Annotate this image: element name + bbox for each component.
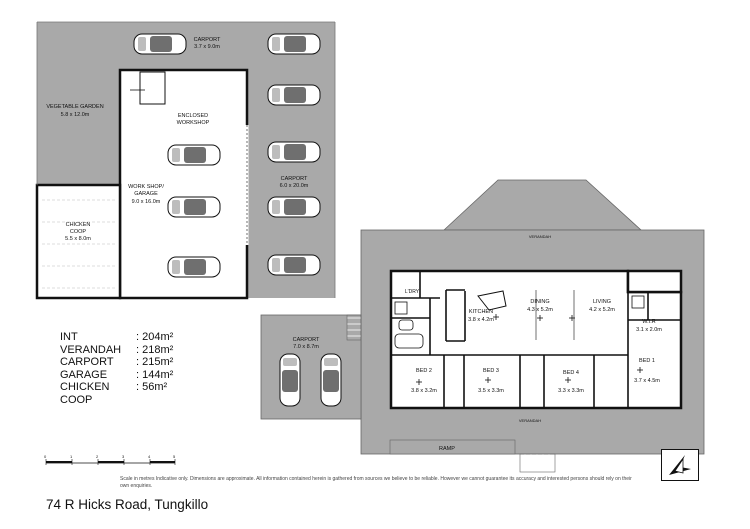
workshop-wc xyxy=(139,71,166,105)
workshop-garage-label: WORK SHOP/ xyxy=(128,184,164,190)
verandah-top-label: VERANDAH xyxy=(529,234,551,239)
chicken-coop-label-2: COOP xyxy=(70,229,87,235)
bed3-dims: 3.5 x 3.3m xyxy=(478,388,504,394)
vegetable-garden-label: VEGETABLE GARDEN xyxy=(46,104,103,110)
area-value: : 56m² xyxy=(136,381,168,394)
bed3-label: BED 3 xyxy=(483,368,499,374)
ramp-label: RAMP xyxy=(439,446,455,452)
dining-dims: 4.3 x 5.2m xyxy=(527,307,553,313)
area-name: VERANDAH xyxy=(60,343,122,356)
carport-right-dims: 6.0 x 20.0m xyxy=(280,183,309,189)
main-house xyxy=(260,179,705,473)
area-name: CARPORT xyxy=(60,356,114,369)
bed1-dims: 3.7 x 4.5m xyxy=(634,378,660,384)
carport-right-label: CARPORT xyxy=(281,176,308,182)
bed4-dims: 3.3 x 3.3m xyxy=(558,388,584,394)
area-row: GARAGE : 144m² xyxy=(60,369,196,382)
scale-tick-1: 1 xyxy=(70,454,73,459)
scale-tick-4: 4 xyxy=(148,454,151,459)
vegetable-garden-area xyxy=(37,22,120,185)
area-row: CHICKEN COOP : 56m² xyxy=(60,381,196,406)
dining-label: DINING xyxy=(530,299,549,305)
scale-tick-0: 0 xyxy=(44,454,47,459)
scale-tick-2: 2 xyxy=(96,454,99,459)
carport-front-area xyxy=(260,314,362,420)
ramp xyxy=(389,439,516,455)
bed2-label: BED 2 xyxy=(416,368,432,374)
scale-tick-5: 5 xyxy=(173,454,176,459)
workshop-garage-label-2: GARAGE xyxy=(134,191,158,197)
north-arrow-icon xyxy=(661,449,699,481)
area-name: GARAGE xyxy=(60,368,108,381)
area-name: CHICKEN COOP xyxy=(60,381,110,406)
chicken-coop-dims: 5.5 x 8.0m xyxy=(65,236,91,242)
vegetable-garden-dims: 5.8 x 12.0m xyxy=(61,112,90,118)
area-name: INT xyxy=(60,331,78,343)
wir-dims: 3.1 x 2.0m xyxy=(636,327,662,333)
living-label: LIVING xyxy=(593,299,611,305)
area-value: : 144m² xyxy=(136,368,174,381)
chicken-coop-label: CHICKEN xyxy=(66,222,91,228)
carport-top-label: CARPORT xyxy=(194,37,221,43)
scale-bar: 0 1 2 3 4 5 xyxy=(44,454,176,465)
area-row: VERANDAH : 218m² xyxy=(60,344,196,357)
wir-room xyxy=(626,269,683,294)
carport-front-dims: 7.0 x 8.7m xyxy=(293,344,319,350)
enclosed-workshop-label-2: WORKSHOP xyxy=(177,120,210,126)
verandah-bottom-label: VERANDAH xyxy=(519,418,541,423)
living-dims: 4.2 x 5.2m xyxy=(589,307,615,313)
area-value: : 215m² xyxy=(136,356,174,369)
wir-label: W.I.R xyxy=(642,319,655,325)
area-row: INT : 204m² xyxy=(60,331,196,344)
area-summary-table: INT : 204m² VERANDAH : 218m² CARPORT : 2… xyxy=(60,331,196,407)
disclaimer-text: Scale in metres Indicative only. Dimensi… xyxy=(120,476,632,489)
enclosed-workshop-label: ENCLOSED xyxy=(178,113,208,119)
scale-tick-3: 3 xyxy=(122,454,125,459)
bed4-label: BED 4 xyxy=(563,370,579,376)
kitchen-label: KITCHEN xyxy=(469,309,493,315)
workshop-garage-dims: 9.0 x 16.0m xyxy=(132,199,161,205)
outbuilding-group xyxy=(35,21,336,300)
area-value: : 204m² xyxy=(136,331,174,343)
chicken-coop xyxy=(35,183,122,300)
carport-top-dims: 3.7 x 9.0m xyxy=(194,44,220,50)
bed1-label: BED 1 xyxy=(639,358,655,364)
carport-front-label: CARPORT xyxy=(293,337,320,343)
kitchen-dims: 3.8 x 4.2m xyxy=(468,317,494,323)
bed2-dims: 3.8 x 3.2m xyxy=(411,388,437,394)
ldry-label: L'DRY xyxy=(405,289,420,295)
verandah-bay xyxy=(442,179,643,231)
property-address: 74 R Hicks Road, Tungkillo xyxy=(46,497,209,512)
area-row: CARPORT : 215m² xyxy=(60,356,196,369)
area-value: : 218m² xyxy=(136,343,174,356)
